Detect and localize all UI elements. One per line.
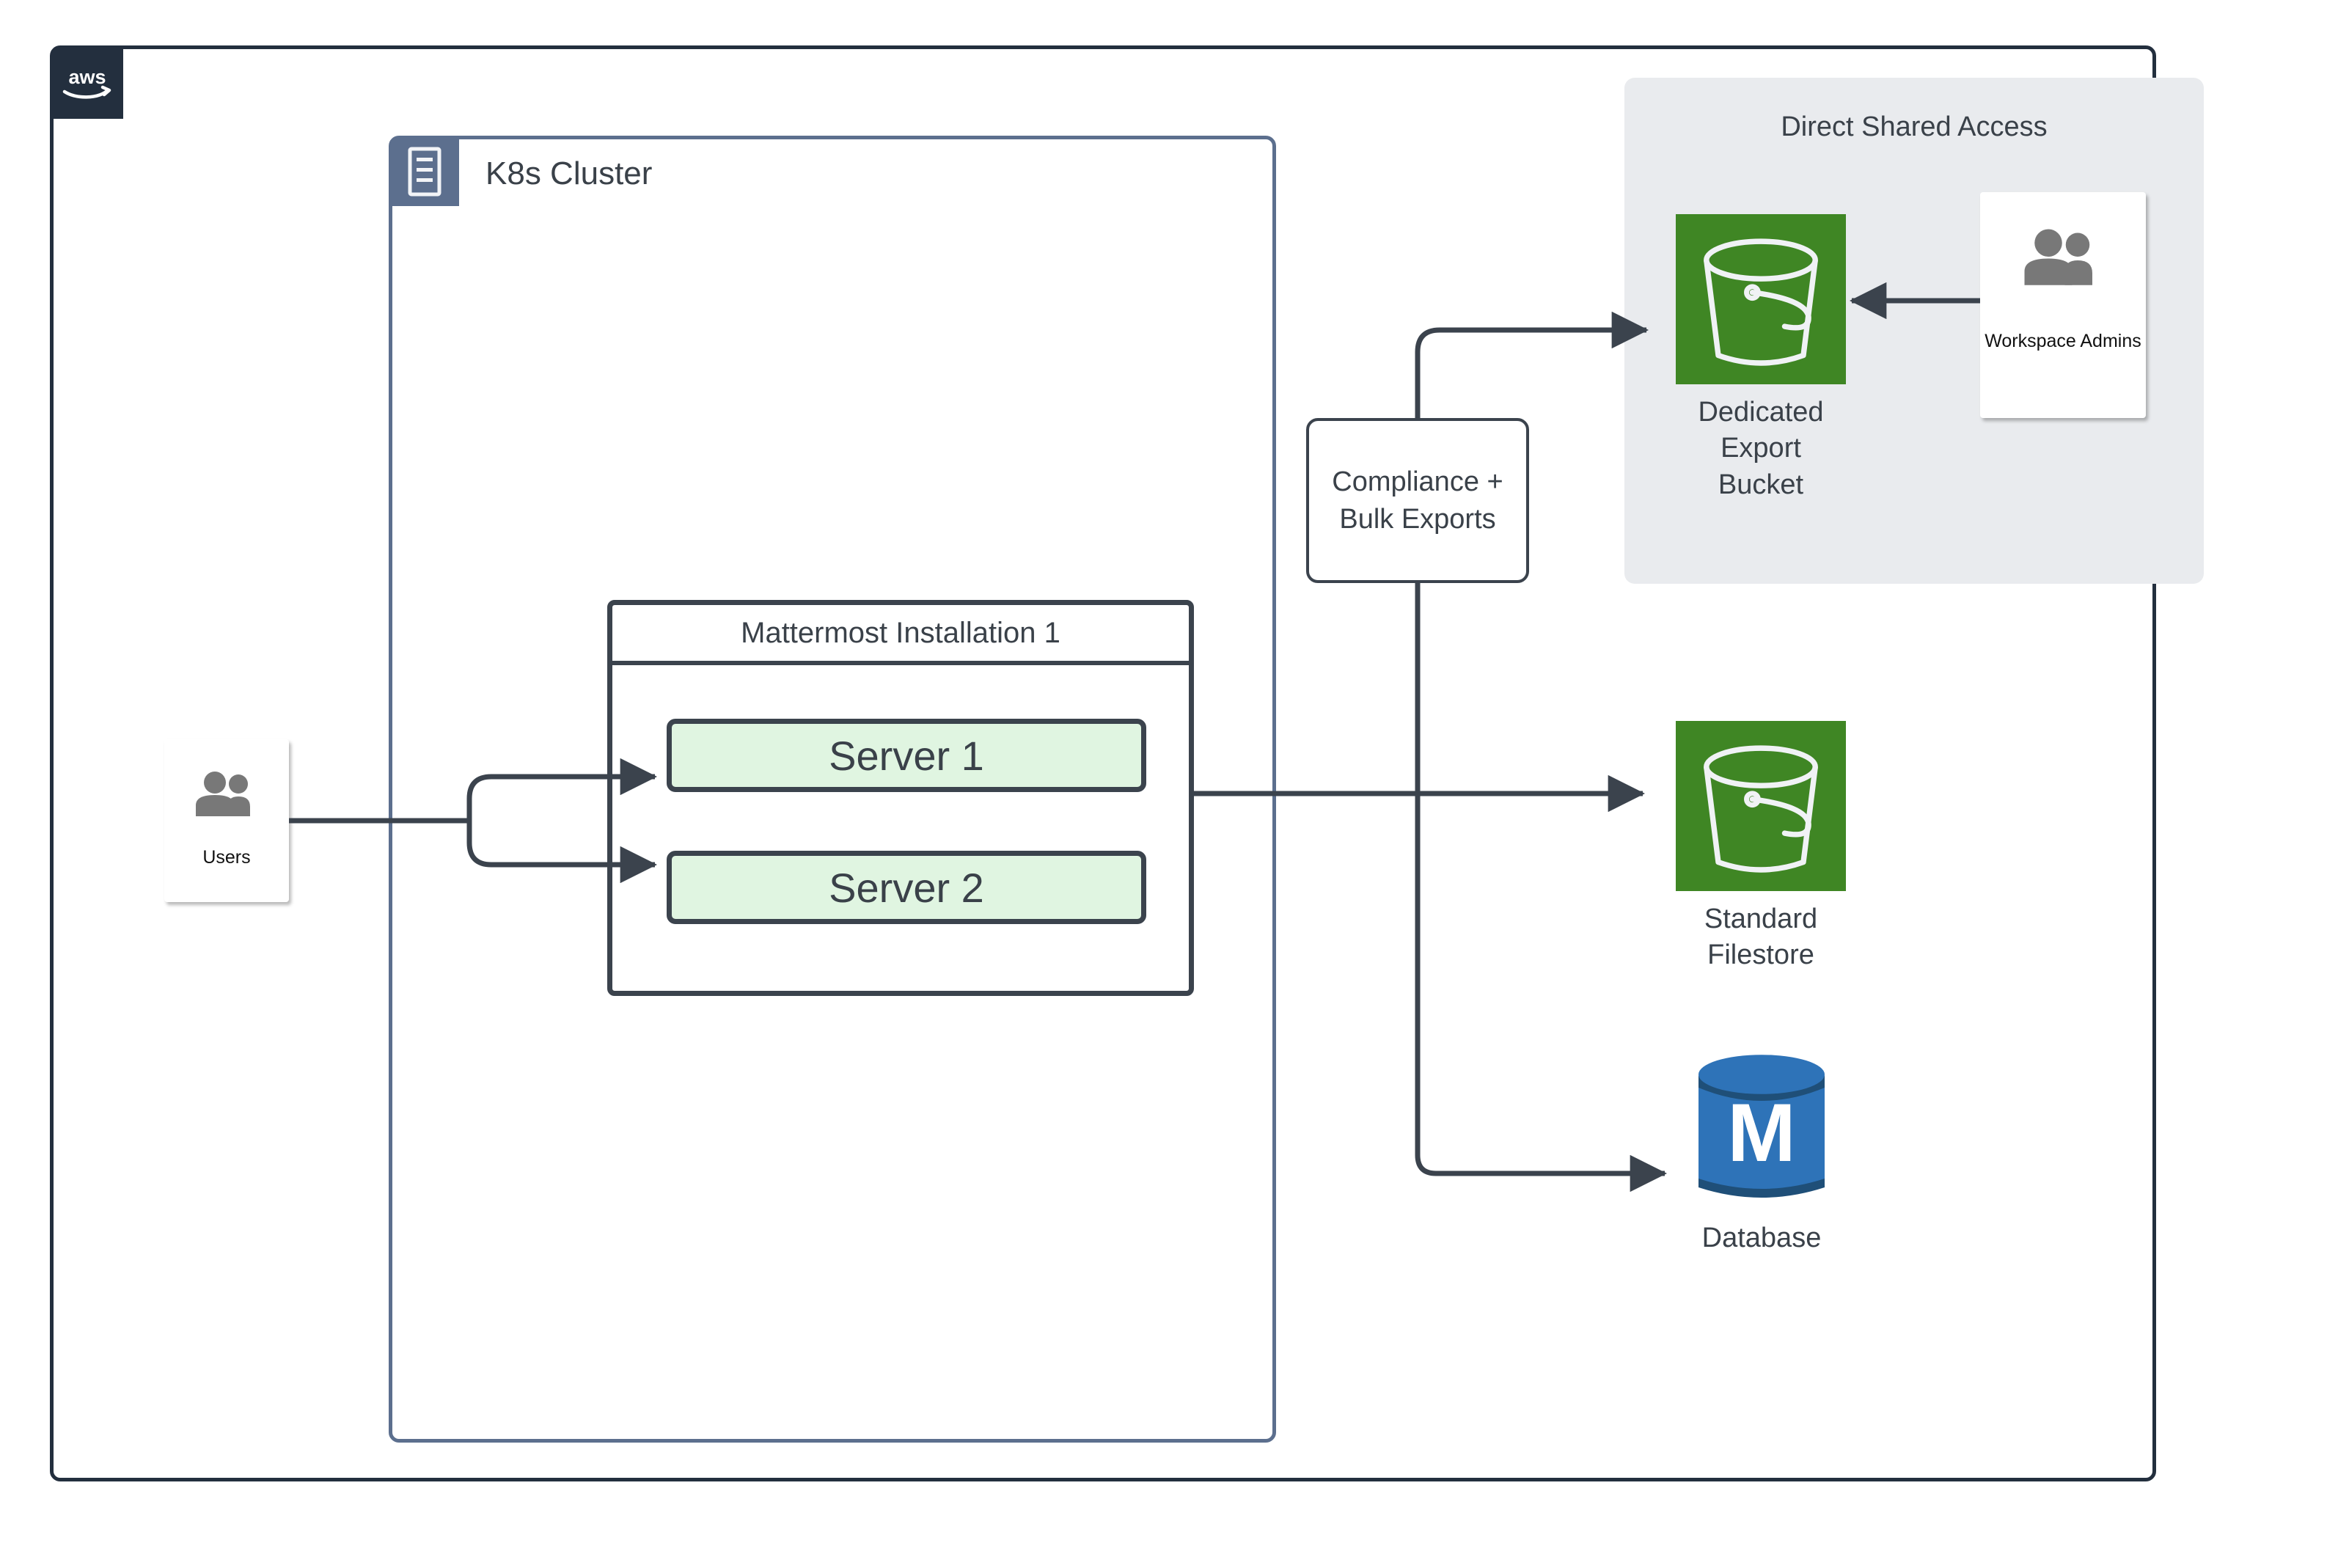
compliance-bulk-exports-node[interactable]: Compliance + Bulk Exports <box>1306 418 1529 583</box>
svg-text:aws: aws <box>68 66 106 88</box>
server-node-2[interactable]: Server 2 <box>667 851 1146 924</box>
database-caption: Database <box>1701 1223 1822 1253</box>
k8s-cluster-label: K8s Cluster <box>485 155 653 191</box>
s3-bucket-icon <box>1676 721 1846 891</box>
k8s-cluster-boundary <box>389 136 1276 1443</box>
server-2-label: Server 2 <box>829 864 984 911</box>
workspace-admins-node[interactable]: Workspace Admins <box>1980 192 2146 418</box>
mattermost-installation-box: Mattermost Installation 1 Server 1 Serve… <box>607 600 1194 996</box>
users-node[interactable]: Users <box>164 739 289 902</box>
compliance-label-line1: Compliance + <box>1332 466 1503 498</box>
aws-account-boundary <box>50 45 2156 1481</box>
dedicated-export-bucket-node[interactable]: Dedicated Export Bucket <box>1676 214 1846 503</box>
s3-bucket-icon <box>1676 214 1846 384</box>
database-node[interactable]: M Database <box>1676 1052 1847 1256</box>
dedicated-export-bucket-caption: Dedicated Export Bucket <box>1676 395 1846 503</box>
mattermost-title-bar: Mattermost Installation 1 <box>612 605 1189 665</box>
workspace-admins-label: Workspace Admins <box>1985 331 2141 351</box>
aws-logo-icon: aws <box>51 47 123 119</box>
standard-filestore-line1: Standard <box>1704 904 1818 934</box>
export-bucket-line1: Dedicated Export <box>1698 397 1824 464</box>
server-node-1[interactable]: Server 1 <box>667 719 1146 792</box>
mattermost-title: Mattermost Installation 1 <box>741 616 1060 649</box>
export-bucket-line2: Bucket <box>1718 469 1804 500</box>
users-group-icon <box>190 770 263 821</box>
direct-shared-access-title: Direct Shared Access <box>1781 111 2048 142</box>
server-1-label: Server 1 <box>829 732 984 779</box>
users-label: Users <box>202 847 251 868</box>
users-group-icon <box>2017 227 2109 290</box>
standard-filestore-caption: Standard Filestore <box>1676 901 1846 974</box>
database-glyph: M <box>1727 1087 1795 1179</box>
server-rack-icon <box>390 137 459 206</box>
standard-filestore-node[interactable]: Standard Filestore <box>1676 721 1846 974</box>
standard-filestore-line2: Filestore <box>1707 939 1814 971</box>
database-cylinder-icon: M <box>1676 1052 1847 1210</box>
compliance-label-line2: Bulk Exports <box>1339 503 1496 535</box>
